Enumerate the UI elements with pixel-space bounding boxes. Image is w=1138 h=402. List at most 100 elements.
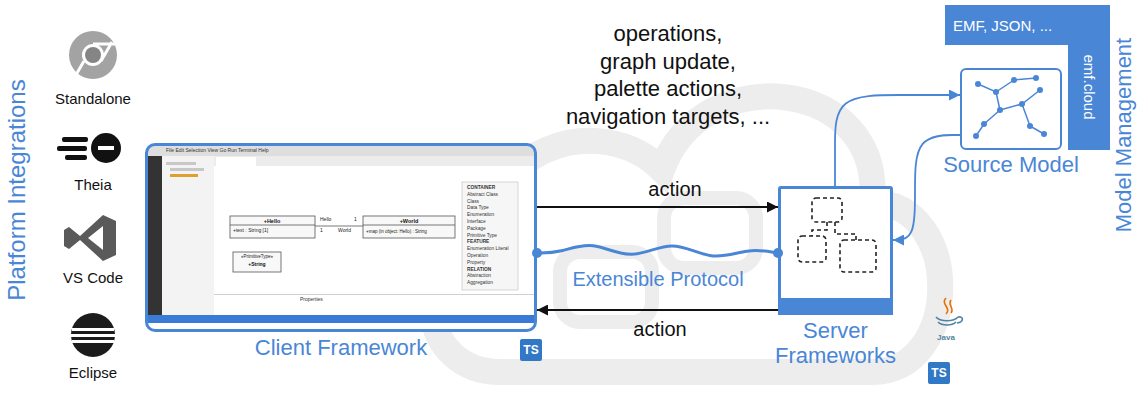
palette-item: FEATURE bbox=[467, 239, 489, 245]
source-model-decoration bbox=[1033, 75, 1039, 81]
platform-name: Eclipse bbox=[69, 364, 117, 381]
source-model-decoration bbox=[976, 78, 1044, 136]
source-model-decoration bbox=[973, 133, 979, 139]
stereotype: «PrimitiveType» bbox=[241, 254, 273, 259]
platform-name: Standalone bbox=[55, 90, 131, 107]
protocol-endpoint bbox=[532, 248, 542, 258]
menu-bar: File Edit Selection View Go Run Terminal… bbox=[166, 148, 269, 154]
edge-label: action bbox=[648, 178, 701, 201]
ide-screenshot bbox=[170, 174, 198, 177]
java-icon bbox=[944, 298, 952, 314]
typescript-badge bbox=[520, 339, 542, 361]
palette-item: Class bbox=[467, 199, 479, 205]
edge-label: Extensible Protocol bbox=[572, 268, 743, 291]
source-model-decoration bbox=[993, 89, 999, 95]
palette-item: CONTAINER bbox=[467, 185, 495, 191]
palette-item: Property bbox=[467, 260, 485, 266]
typescript-badge-text: TS bbox=[931, 367, 946, 379]
source-model-decoration bbox=[997, 107, 1003, 113]
ide-screenshot bbox=[230, 225, 315, 226]
class-attribute: +text : String [1] bbox=[233, 228, 268, 234]
band-text: EMF, JSON, ... bbox=[953, 17, 1052, 34]
connector bbox=[537, 206, 778, 208]
source-model-decoration bbox=[973, 75, 1047, 139]
ide-screenshot bbox=[462, 182, 518, 290]
palette-item: Operation bbox=[467, 253, 488, 259]
connector bbox=[893, 135, 960, 240]
server-decoration bbox=[798, 236, 826, 262]
java-icon bbox=[936, 298, 962, 325]
multiplicity: 1 bbox=[320, 228, 323, 234]
eclipse-icon bbox=[71, 334, 115, 337]
theia-icon bbox=[65, 155, 87, 160]
eclipse-icon bbox=[71, 313, 115, 357]
box-heading: Server Frameworks bbox=[766, 318, 906, 369]
source-model-decoration bbox=[976, 78, 1044, 136]
multiplicity: 1 bbox=[354, 217, 357, 223]
server-decoration bbox=[778, 186, 893, 315]
ide-screenshot bbox=[233, 252, 281, 272]
server-decoration bbox=[812, 198, 842, 222]
vscode-icon bbox=[88, 226, 103, 250]
palette-item: Enumeration Literal bbox=[467, 246, 509, 252]
typescript-badge bbox=[928, 362, 950, 384]
connector-group bbox=[537, 310, 778, 311]
server-decoration bbox=[812, 222, 856, 240]
model-format-band: EMF, JSON, ... emf.cloud bbox=[945, 5, 1110, 150]
source-model-decoration bbox=[1037, 87, 1043, 93]
server-decoration bbox=[778, 186, 893, 315]
theia-icon bbox=[98, 146, 114, 150]
source-model-box: Source Model bbox=[960, 68, 1062, 150]
server-decoration bbox=[840, 240, 876, 272]
source-model-decoration bbox=[975, 81, 981, 87]
vscode-icon bbox=[64, 215, 116, 261]
palette-item: Abstraction bbox=[467, 273, 491, 279]
palette-item: Data Type bbox=[467, 205, 489, 211]
side-title: Model Management bbox=[1113, 38, 1135, 232]
edge-label: action bbox=[633, 318, 686, 341]
ide-screenshot bbox=[363, 225, 455, 226]
connector bbox=[537, 246, 778, 256]
vscode-icon bbox=[64, 215, 116, 261]
java-icon bbox=[936, 317, 962, 325]
cloud-watermark bbox=[664, 198, 756, 268]
eclipse-icon bbox=[72, 340, 114, 343]
theia-icon bbox=[62, 137, 88, 142]
ide-screenshot bbox=[315, 226, 363, 227]
server-decoration bbox=[798, 198, 876, 272]
source-model-decoration bbox=[1027, 123, 1033, 129]
connector-group bbox=[893, 135, 960, 240]
platform-name: VS Code bbox=[63, 269, 123, 286]
source-model-decoration bbox=[1011, 77, 1017, 83]
class-name: +Hello bbox=[264, 218, 281, 224]
theia-icon bbox=[57, 146, 87, 151]
ide-screenshot bbox=[148, 156, 162, 315]
ide-screenshot bbox=[148, 146, 534, 156]
band-text: emf.cloud bbox=[1082, 54, 1097, 119]
chrome-icon bbox=[69, 31, 117, 80]
ide-screenshot bbox=[363, 216, 455, 238]
connector bbox=[835, 95, 960, 186]
connector-group bbox=[537, 207, 778, 208]
chrome-icon bbox=[69, 31, 117, 79]
palette-item: Aggregation bbox=[467, 280, 493, 286]
chrome-icon bbox=[85, 47, 101, 63]
connector-group bbox=[835, 95, 960, 186]
source-model-decoration bbox=[981, 121, 987, 127]
association-label: World bbox=[338, 228, 351, 234]
box-heading: Client Framework bbox=[255, 335, 427, 360]
chrome-icon bbox=[82, 44, 104, 66]
eclipse-icon bbox=[71, 313, 115, 357]
box-heading: Source Model bbox=[943, 152, 1079, 177]
palette-item: Package bbox=[467, 226, 486, 232]
ide-screenshot bbox=[148, 146, 534, 329]
ide-screenshot bbox=[162, 156, 214, 315]
palette-item: Interface bbox=[467, 219, 486, 225]
connector-group bbox=[532, 246, 783, 258]
ide-screenshot bbox=[166, 162, 196, 165]
source-model-decoration bbox=[960, 68, 1062, 150]
ide-screenshot bbox=[214, 294, 534, 295]
panel-title: Properties bbox=[300, 297, 323, 303]
